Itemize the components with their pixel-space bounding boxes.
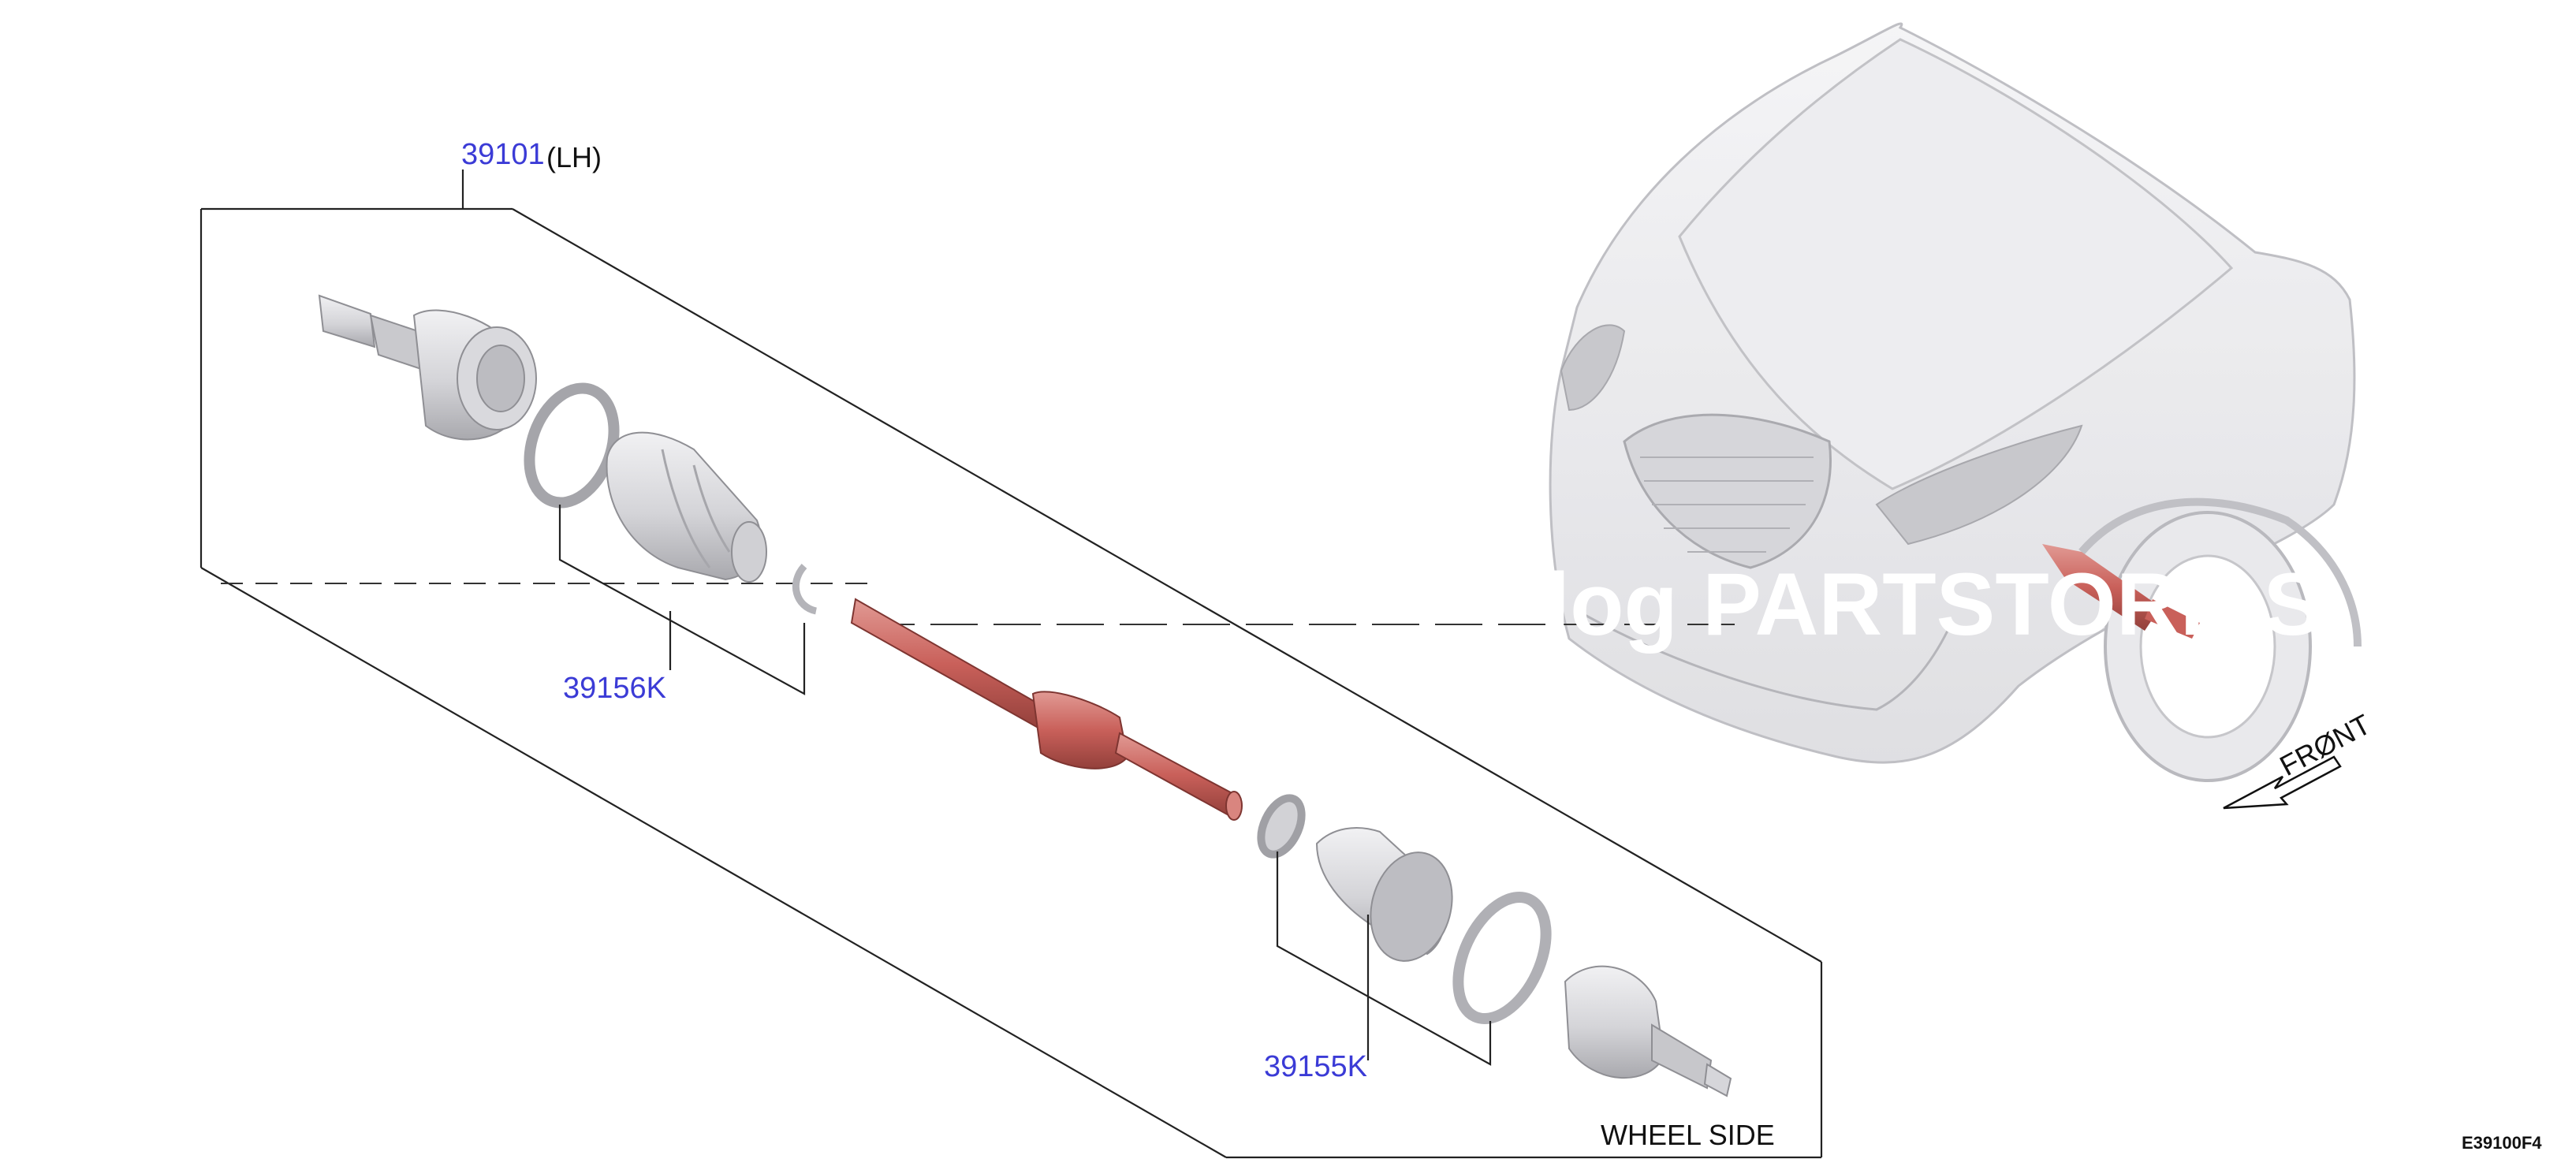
- wheel-side-label: WHEEL SIDE: [1601, 1119, 1775, 1151]
- assembly-side-label: (LH): [546, 141, 602, 173]
- inner-cv-joint[interactable]: [318, 294, 537, 441]
- vehicle-illustration: [1549, 22, 2362, 782]
- part-number-39101[interactable]: 39101: [461, 138, 545, 171]
- callout-39155K: [1276, 851, 1492, 1066]
- outer-cv-joint[interactable]: [1564, 965, 1732, 1097]
- outer-boot[interactable]: [1315, 827, 1463, 971]
- diagram-code: E39100F4: [2462, 1133, 2542, 1153]
- outer-ring[interactable]: [1253, 792, 1310, 860]
- outer-boot-band[interactable]: [1441, 883, 1564, 1032]
- drive-shaft[interactable]: [850, 598, 1243, 821]
- callout-39156K: [558, 505, 806, 695]
- part-number-39155K[interactable]: 39155K: [1264, 1050, 1367, 1083]
- snap-ring[interactable]: [792, 563, 818, 615]
- inner-boot[interactable]: [606, 431, 767, 583]
- watermark: log PARTSTORE.S: [1545, 555, 2322, 654]
- part-number-39156K[interactable]: 39156K: [563, 672, 666, 705]
- assembly-outline: [199, 170, 1823, 1159]
